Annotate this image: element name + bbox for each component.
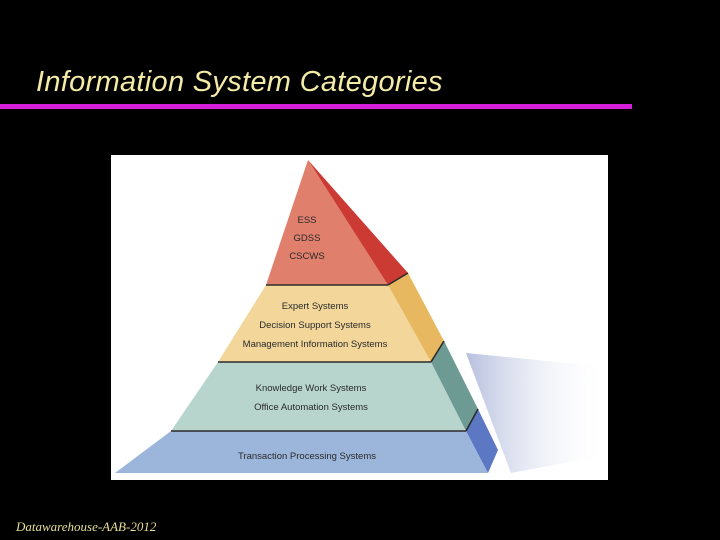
pyramid-diagram: ESS GDSS CSCWS Expert Systems Decision S…: [115, 160, 608, 473]
tier-divider: [430, 340, 445, 363]
tier-label-tps: Transaction Processing Systems: [238, 451, 376, 462]
tier-label-oas: Office Automation Systems: [254, 402, 368, 413]
slide-title: Information System Categories: [36, 66, 443, 98]
tier-label-mis: Management Information Systems: [243, 339, 388, 350]
tier-label-expert-systems: Expert Systems: [282, 301, 349, 312]
pyramid-shadow: [466, 353, 608, 473]
footer-text: Datawarehouse-AAB-2012: [16, 519, 157, 534]
tier-management-side: [388, 273, 444, 362]
tier-knowledge-side: [431, 341, 478, 431]
tier-label-ess: ESS: [297, 215, 316, 226]
tier-management-front: [218, 285, 431, 362]
tier-transaction-side: [466, 409, 498, 473]
pyramid-figure: ESS GDSS CSCWS Expert Systems Decision S…: [111, 155, 608, 480]
tier-executive-side: [308, 160, 408, 285]
title-divider: [0, 104, 632, 109]
tier-knowledge-front: [171, 362, 466, 431]
tier-label-kws: Knowledge Work Systems: [256, 383, 367, 394]
tier-label-gdss: GDSS: [294, 233, 321, 244]
tier-label-cscws: CSCWS: [289, 251, 324, 262]
tier-executive-front: [266, 160, 388, 285]
tier-divider: [387, 272, 409, 286]
tier-label-dss: Decision Support Systems: [259, 320, 371, 331]
tier-transaction-front: [115, 431, 488, 473]
tier-divider: [465, 408, 479, 432]
